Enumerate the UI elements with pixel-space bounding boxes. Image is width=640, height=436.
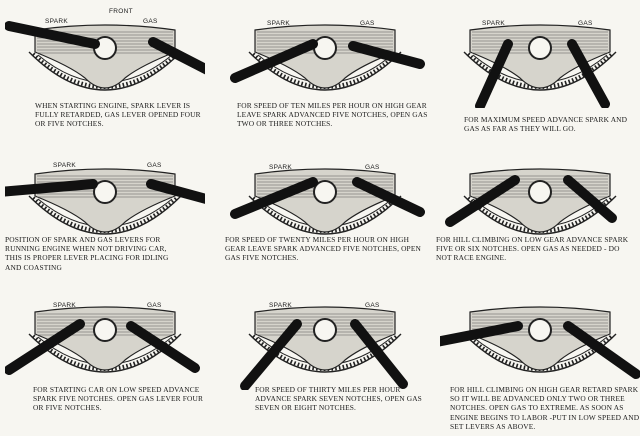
panel-maximum-speed: SPARK GAS FOR MAXIMUM SPEED ADVANCE SPAR… <box>440 8 640 148</box>
quadrant-diagram <box>5 168 205 235</box>
spark-label: SPARK <box>269 302 293 309</box>
quadrant <box>440 306 640 379</box>
steering-column <box>528 36 552 60</box>
gas-lever <box>563 175 617 223</box>
spark-lever <box>230 39 318 83</box>
spark-lever <box>230 177 318 219</box>
spark-label: SPARK <box>53 162 77 169</box>
quadrant <box>5 21 205 91</box>
panel-ten-mph: SPARK GAS FOR SPEED OF TEN MILES PER HOU… <box>225 8 427 148</box>
quadrant-diagram <box>5 306 200 375</box>
quadrant <box>240 306 408 390</box>
panel-starting-car-low-speed: SPARK GAS FOR STARTING CAR ON LOW SPEED … <box>5 290 205 430</box>
panel-twenty-mph: SPARK GAS FOR SPEED OF TWENTY MILES PER … <box>225 152 425 292</box>
gas-lever <box>352 177 425 217</box>
spark-lever <box>5 319 85 375</box>
steering-column <box>313 318 337 342</box>
gas-label: GAS <box>147 162 162 169</box>
gas-lever <box>350 319 408 389</box>
quadrant-diagram <box>5 21 205 91</box>
panel-caption: POSITION OF SPARK AND GAS LEVERS FOR RUN… <box>5 235 169 272</box>
panel-caption: FOR HILL CLIMBING ON HIGH GEAR RETARD SP… <box>450 385 640 431</box>
spark-lever <box>240 319 302 390</box>
spark-label: SPARK <box>45 18 69 25</box>
gas-label: GAS <box>147 302 162 309</box>
spark-lever <box>440 321 523 347</box>
quadrant-diagram <box>230 24 425 91</box>
gas-lever <box>146 179 205 204</box>
steering-column <box>93 318 117 342</box>
panel-caption: WHEN STARTING ENGINE, SPARK LEVER IS FUL… <box>35 101 201 129</box>
panel-starting-engine: SPARK GAS FRONT WHEN STARTING ENGINE, SP… <box>5 8 205 148</box>
panel-caption: FOR SPEED OF THIRTY MILES PER HOUR ADVAN… <box>255 385 422 413</box>
quadrant <box>230 168 425 235</box>
spark-lever <box>445 175 520 227</box>
gas-lever <box>563 321 640 379</box>
spark-lever <box>5 179 98 197</box>
spark-label: SPARK <box>267 20 291 27</box>
spark-label: SPARK <box>269 164 293 171</box>
panel-hill-climbing-high-gear: FOR HILL CLIMBING ON HIGH GEAR RETARD SP… <box>440 290 640 431</box>
quadrant <box>445 168 617 235</box>
front-label: FRONT <box>109 8 133 15</box>
quadrant <box>463 24 617 108</box>
steering-column <box>313 36 337 60</box>
spark-lever <box>475 39 513 108</box>
spark-label: SPARK <box>53 302 77 309</box>
steering-column <box>313 180 337 204</box>
steering-column <box>93 180 117 204</box>
panel-caption: FOR MAXIMUM SPEED ADVANCE SPARK AND GAS … <box>464 115 628 134</box>
steering-column <box>528 318 552 342</box>
quadrant <box>230 24 425 91</box>
quadrant-diagram <box>230 168 425 235</box>
quadrant <box>5 306 200 375</box>
spark-label: SPARK <box>482 20 506 27</box>
gas-label: GAS <box>360 20 375 27</box>
gas-lever <box>348 41 425 69</box>
quadrant-diagram <box>463 24 617 108</box>
steering-column <box>528 180 552 204</box>
gas-label: GAS <box>365 302 380 309</box>
quadrant-diagram <box>440 306 640 379</box>
gas-label: GAS <box>578 20 593 27</box>
panel-hill-climbing-low-gear: FOR HILL CLIMBING ON LOW GEAR ADVANCE SP… <box>436 152 640 292</box>
panel-caption: FOR HILL CLIMBING ON LOW GEAR ADVANCE SP… <box>436 235 629 263</box>
panel-caption: FOR STARTING CAR ON LOW SPEED ADVANCE SP… <box>33 385 204 413</box>
quadrant-diagram <box>240 306 408 390</box>
panel-thirty-mph: SPARK GAS FOR SPEED OF THIRTY MILES PER … <box>225 290 425 430</box>
panel-caption: FOR SPEED OF TWENTY MILES PER HOUR ON HI… <box>225 235 421 263</box>
spark-lever <box>5 21 100 49</box>
gas-label: GAS <box>365 164 380 171</box>
panel-idling-coasting: SPARK GAS POSITION OF SPARK AND GAS LEVE… <box>5 152 205 292</box>
gas-label: GAS <box>143 18 158 25</box>
quadrant-diagram <box>445 168 617 235</box>
gas-lever <box>567 39 610 108</box>
gas-lever <box>148 37 205 75</box>
panel-caption: FOR SPEED OF TEN MILES PER HOUR ON HIGH … <box>237 101 428 129</box>
quadrant <box>5 168 205 235</box>
gas-lever <box>126 321 200 373</box>
